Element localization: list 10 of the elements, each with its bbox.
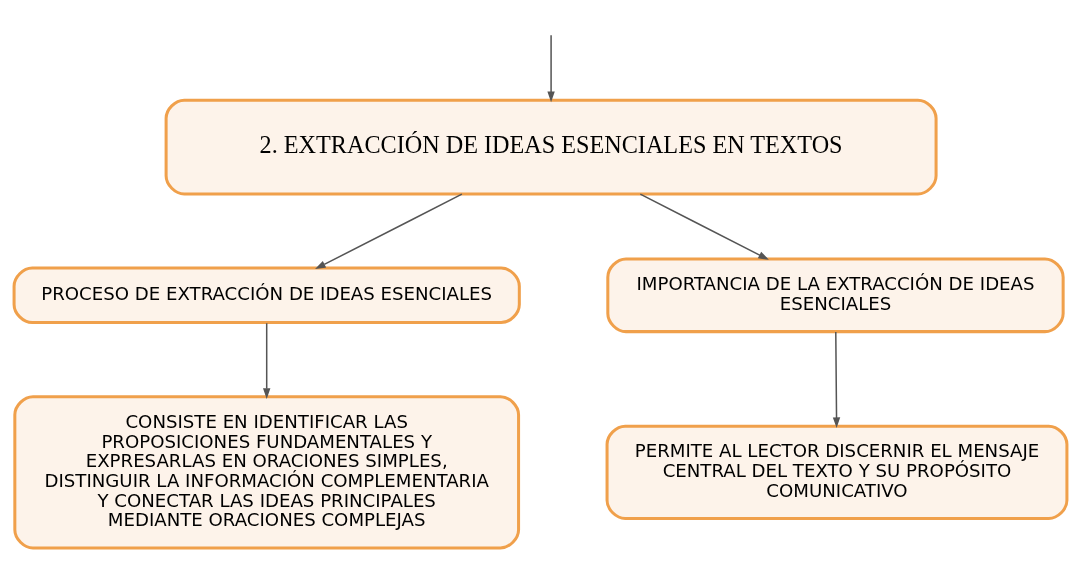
node-box: IMPORTANCIA DE LA EXTRACCIÓN DE IDEAS ESENCIALES [606,257,1065,333]
node-box: PERMITE AL LECTOR DISCERNIR EL MENSAJE CENTRAL DEL TEXTO Y SU PROPÓSITO COMUNICATIVO [605,424,1069,520]
node-box: 2. EXTRACCIÓN DE IDEAS ESENCIALES EN TEXTOS [164,98,938,195]
node-box: CONSISTE EN IDENTIFICAR LAS PROPOSICIONES FUNDAMENTALES Y EXPRESARLAS EN ORACIONES SIMPLES, DISTINGUIR LA INFORMACIÓN COMPLEMENTARIA Y CONECTAR LAS IDEAS PRINCIPALES MEDIANTE ORACIONES COMPLEJAS [13,394,521,549]
arrow [263,322,271,399]
arrow [639,192,769,260]
arrow [832,330,841,428]
node-box: PROCESO DE EXTRACCIÓN DE IDEAS ESENCIALES [12,266,521,324]
arrow [547,33,555,102]
arrow [315,192,463,269]
